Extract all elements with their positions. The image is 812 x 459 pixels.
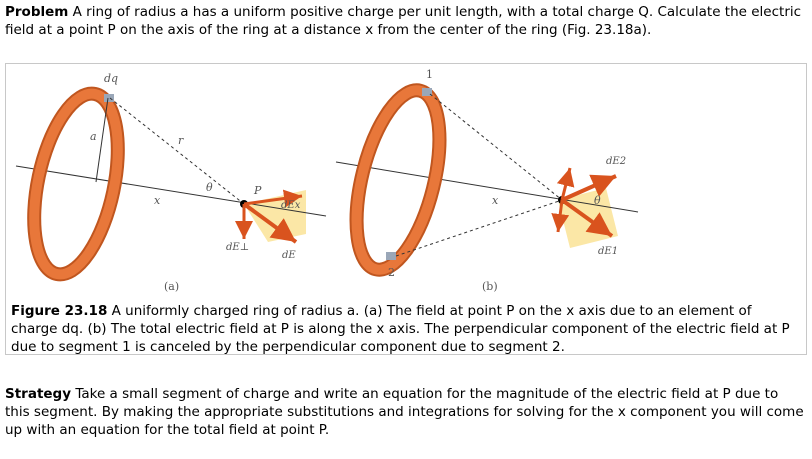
label-p-a: P: [253, 184, 262, 197]
figure-caption-label: Figure 23.18: [11, 303, 108, 319]
label-segment-1: 1: [426, 68, 433, 81]
de1-perp-arrow: [551, 199, 570, 233]
segment-1: [422, 88, 432, 96]
label-theta-b: θ: [594, 194, 601, 207]
strategy-label: Strategy: [5, 386, 72, 402]
label-segment-2: 2: [388, 266, 395, 279]
label-dq: dq: [104, 72, 118, 85]
label-de1: dE1: [598, 246, 618, 257]
ring-b-face: [351, 85, 445, 275]
distance-r-line: [109, 97, 245, 205]
label-de2: dE2: [606, 156, 626, 167]
label-dex: dEx: [281, 200, 301, 211]
label-x-b: x: [492, 194, 499, 207]
x-axis-b: [335, 161, 639, 213]
panel-b-caption: (b): [482, 280, 498, 293]
dex-arrow: [243, 189, 303, 208]
radius-line-a: [95, 97, 109, 183]
x-axis-a: [15, 165, 327, 217]
problem-paragraph: Problem A ring of radius a has a uniform…: [5, 3, 807, 39]
charge-segment-dq: [104, 94, 114, 102]
de1-arrow: [560, 198, 614, 238]
label-x-a: x: [154, 194, 161, 207]
label-theta-a: θ: [206, 181, 213, 194]
problem-text: A ring of radius a has a uniform positiv…: [5, 4, 802, 38]
de2-perp-arrow: [556, 167, 575, 201]
label-r: r: [178, 134, 184, 147]
figure-caption-text: A uniformly charged ring of radius a. (a…: [11, 303, 790, 355]
panel-b: 1 2 x θ dE2 dE1 (b): [335, 68, 639, 293]
de-arrow: [242, 202, 298, 244]
label-deperp: dE⊥: [226, 242, 249, 253]
label-radius-a: a: [90, 130, 97, 143]
de2-arrow: [561, 174, 617, 202]
figure-caption: Figure 23.18 A uniformly charged ring of…: [11, 302, 801, 356]
ring-a-face: [29, 88, 123, 280]
line-segment-2: [395, 199, 563, 257]
figure-23-18: dq a r x θ P dEx dE⊥ dE (a) 1: [5, 63, 807, 355]
segment-2: [386, 252, 396, 260]
panel-a-caption: (a): [164, 280, 179, 293]
strategy-text: Take a small segment of charge and write…: [5, 386, 804, 438]
label-de: dE: [282, 250, 296, 261]
figure-illustration: dq a r x θ P dEx dE⊥ dE (a) 1: [15, 68, 639, 293]
strategy-paragraph: Strategy Take a small segment of charge …: [5, 385, 807, 439]
panel-a: dq a r x θ P dEx dE⊥ dE (a): [15, 72, 327, 293]
line-segment-1: [429, 93, 563, 201]
problem-label: Problem: [5, 4, 69, 20]
